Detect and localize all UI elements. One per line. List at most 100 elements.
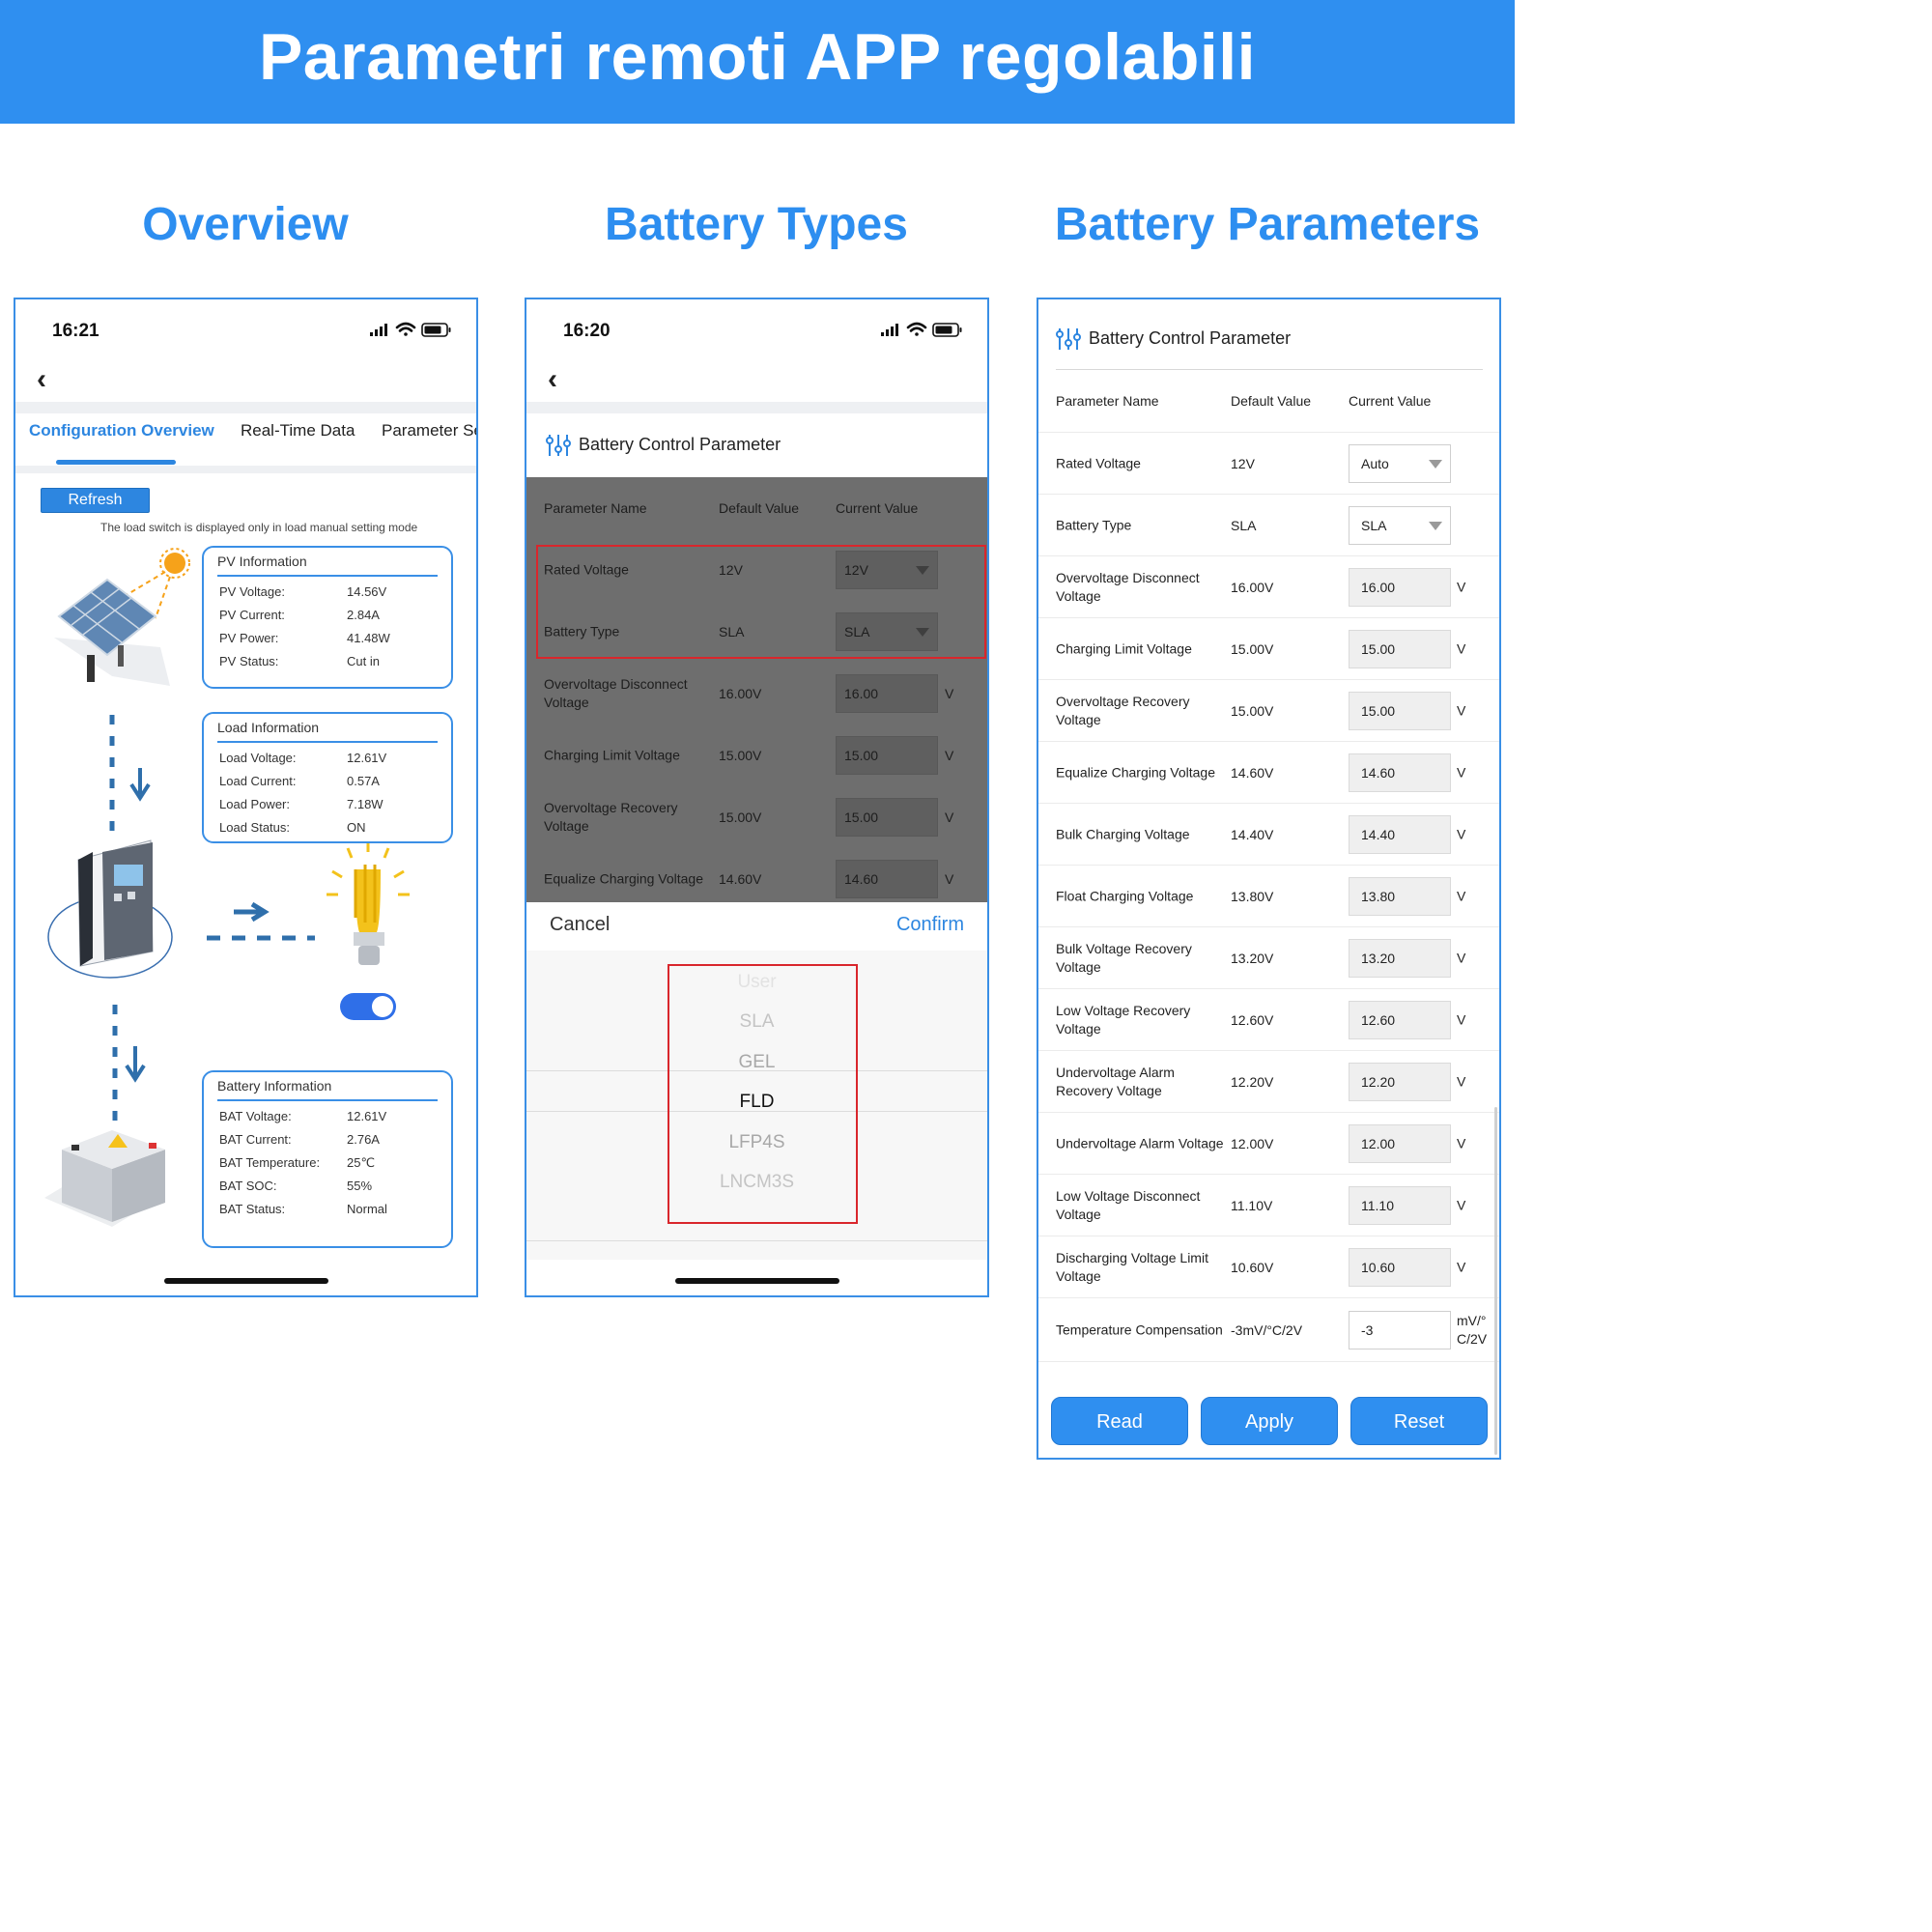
info-row: Load Voltage:12.61V bbox=[219, 751, 387, 765]
param-unit: V bbox=[1457, 702, 1466, 718]
battery-type-select[interactable]: SLA bbox=[836, 612, 938, 651]
tab-bar: Configuration Overview Real-Time Data Pa… bbox=[15, 421, 476, 468]
param-input[interactable]: 15.00 bbox=[836, 798, 938, 837]
column-header: Parameter Name bbox=[1056, 393, 1159, 409]
table-row: Undervoltage Alarm Voltage 12.00V 12.00 … bbox=[1038, 1113, 1499, 1175]
picker-option-selected[interactable]: FLD bbox=[739, 1092, 775, 1112]
tab-parameter-settings[interactable]: Parameter Se bbox=[382, 421, 478, 440]
reset-button[interactable]: Reset bbox=[1350, 1397, 1488, 1445]
status-time: 16:21 bbox=[52, 321, 99, 341]
info-row: PV Power:41.48W bbox=[219, 631, 390, 645]
status-time: 16:20 bbox=[563, 321, 611, 341]
param-name: Overvoltage Recovery Voltage bbox=[1056, 693, 1190, 727]
param-input[interactable]: 15.00 bbox=[1349, 691, 1451, 730]
picker-option[interactable]: LFP4S bbox=[728, 1132, 785, 1152]
signal-icon bbox=[881, 324, 898, 336]
battery-type-select[interactable]: SLA bbox=[1349, 505, 1451, 545]
picker-option[interactable]: SLA bbox=[739, 1011, 775, 1032]
table-row: Float Charging Voltage 13.80V 13.80 V bbox=[1038, 866, 1499, 927]
load-toggle-switch[interactable] bbox=[340, 993, 396, 1020]
overview-phone: 16:21 ‹ Configuration Overview Real-Time… bbox=[14, 298, 478, 1297]
info-row: BAT SOC:55% bbox=[219, 1179, 373, 1193]
apply-button[interactable]: Apply bbox=[1201, 1397, 1338, 1445]
picker-toolbar: Cancel Confirm bbox=[526, 902, 987, 951]
solar-panel-icon bbox=[54, 578, 170, 686]
param-name: Battery Type bbox=[1056, 517, 1132, 532]
header-title: Battery Control Parameter bbox=[579, 435, 781, 454]
param-name: Overvoltage Recovery Voltage bbox=[544, 800, 678, 834]
param-name: Temperature Compensation bbox=[1056, 1321, 1223, 1337]
param-input[interactable]: 13.80 bbox=[1349, 876, 1451, 916]
picker-option[interactable]: User bbox=[737, 972, 777, 992]
battery-type-picker[interactable]: User SLA GEL FLD LFP4S LNCM3S bbox=[526, 951, 987, 1260]
table-row: Overvoltage Recovery Voltage 15.00V 15.0… bbox=[1038, 680, 1499, 742]
divider bbox=[1056, 369, 1483, 370]
load-switch-note: The load switch is displayed only in loa… bbox=[100, 521, 418, 534]
param-default: 14.40V bbox=[1231, 826, 1274, 842]
param-input[interactable]: 16.00 bbox=[836, 674, 938, 713]
confirm-button[interactable]: Confirm bbox=[895, 914, 964, 935]
param-input[interactable]: 15.00 bbox=[1349, 629, 1451, 668]
param-input[interactable]: 14.60 bbox=[836, 860, 938, 898]
picker-option[interactable]: LNCM3S bbox=[719, 1172, 795, 1192]
refresh-button[interactable]: Refresh bbox=[41, 488, 150, 513]
param-input[interactable]: 11.10 bbox=[1349, 1185, 1451, 1225]
info-row: PV Voltage:14.56V bbox=[219, 584, 387, 599]
read-button[interactable]: Read bbox=[1051, 1397, 1188, 1445]
param-input[interactable]: 14.40 bbox=[1349, 814, 1451, 854]
car-battery-icon bbox=[44, 1130, 165, 1227]
param-default: SLA bbox=[1231, 517, 1257, 533]
banner-title: Parametri remoti APP regolabili bbox=[258, 20, 1257, 94]
chevron-down-icon bbox=[916, 566, 929, 575]
cancel-button[interactable]: Cancel bbox=[550, 914, 611, 935]
sliders-icon bbox=[1056, 328, 1081, 350]
temperature-compensation-input[interactable]: -3 bbox=[1349, 1310, 1451, 1350]
dimmed-parameter-table: Parameter Name Default Value Current Val… bbox=[526, 477, 987, 902]
param-input[interactable]: 10.60 bbox=[1349, 1247, 1451, 1287]
param-unit: V bbox=[1457, 764, 1466, 780]
arrow-down-icon bbox=[129, 768, 151, 802]
param-unit: V bbox=[1457, 1073, 1466, 1089]
battery-types-phone: 16:20 ‹ Battery Control Parameter Parame… bbox=[525, 298, 989, 1297]
scrollbar[interactable] bbox=[1494, 1107, 1497, 1455]
param-input[interactable]: 16.00 bbox=[1349, 567, 1451, 607]
param-input[interactable]: 12.20 bbox=[1349, 1062, 1451, 1101]
column-header: Current Value bbox=[836, 500, 919, 516]
param-input[interactable]: 15.00 bbox=[836, 736, 938, 775]
status-icons bbox=[370, 322, 451, 337]
battery-icon bbox=[421, 323, 451, 337]
rated-voltage-select[interactable]: Auto bbox=[1349, 443, 1451, 483]
section-title-battery-parameters: Battery Parameters bbox=[1054, 199, 1481, 250]
table-row: Charging Limit Voltage 15.00V 15.00 V bbox=[1038, 618, 1499, 680]
picker-selection-line bbox=[526, 1111, 987, 1112]
info-row: BAT Current:2.76A bbox=[219, 1132, 380, 1147]
picker-option[interactable]: GEL bbox=[738, 1052, 776, 1072]
param-unit: V bbox=[945, 748, 954, 763]
table-row: Equalize Charging Voltage 14.60V 14.60 V bbox=[526, 848, 987, 910]
param-name: Battery Type bbox=[544, 623, 620, 639]
param-default: SLA bbox=[719, 624, 745, 639]
back-button[interactable]: ‹ bbox=[37, 363, 46, 395]
tab-configuration-overview[interactable]: Configuration Overview bbox=[29, 421, 214, 440]
param-unit: V bbox=[945, 871, 954, 887]
param-input[interactable]: 14.60 bbox=[1349, 753, 1451, 792]
param-input[interactable]: 12.60 bbox=[1349, 1000, 1451, 1039]
back-button[interactable]: ‹ bbox=[548, 363, 557, 395]
param-default: 14.60V bbox=[1231, 764, 1274, 781]
battery-information-card: Battery Information BAT Voltage:12.61V B… bbox=[202, 1070, 453, 1248]
param-input[interactable]: 12.00 bbox=[1349, 1123, 1451, 1163]
param-name: Undervoltage Alarm Voltage bbox=[1056, 1135, 1224, 1151]
param-unit: V bbox=[1457, 1011, 1466, 1027]
param-unit: V bbox=[1457, 579, 1466, 594]
tab-real-time-data[interactable]: Real-Time Data bbox=[241, 421, 355, 440]
arrow-down-icon bbox=[125, 1046, 146, 1083]
param-input[interactable]: 13.20 bbox=[1349, 938, 1451, 978]
charge-controller-icon bbox=[47, 839, 173, 979]
rated-voltage-select[interactable]: 12V bbox=[836, 551, 938, 589]
param-name: Overvoltage Disconnect Voltage bbox=[1056, 569, 1200, 604]
table-row: Charging Limit Voltage 15.00V 15.00 V bbox=[526, 724, 987, 786]
battery-parameters-panel: Battery Control Parameter Parameter Name… bbox=[1037, 298, 1501, 1460]
info-row: Load Status:ON bbox=[219, 820, 366, 835]
chevron-down-icon bbox=[916, 628, 929, 637]
param-default: 12.60V bbox=[1231, 1011, 1274, 1028]
